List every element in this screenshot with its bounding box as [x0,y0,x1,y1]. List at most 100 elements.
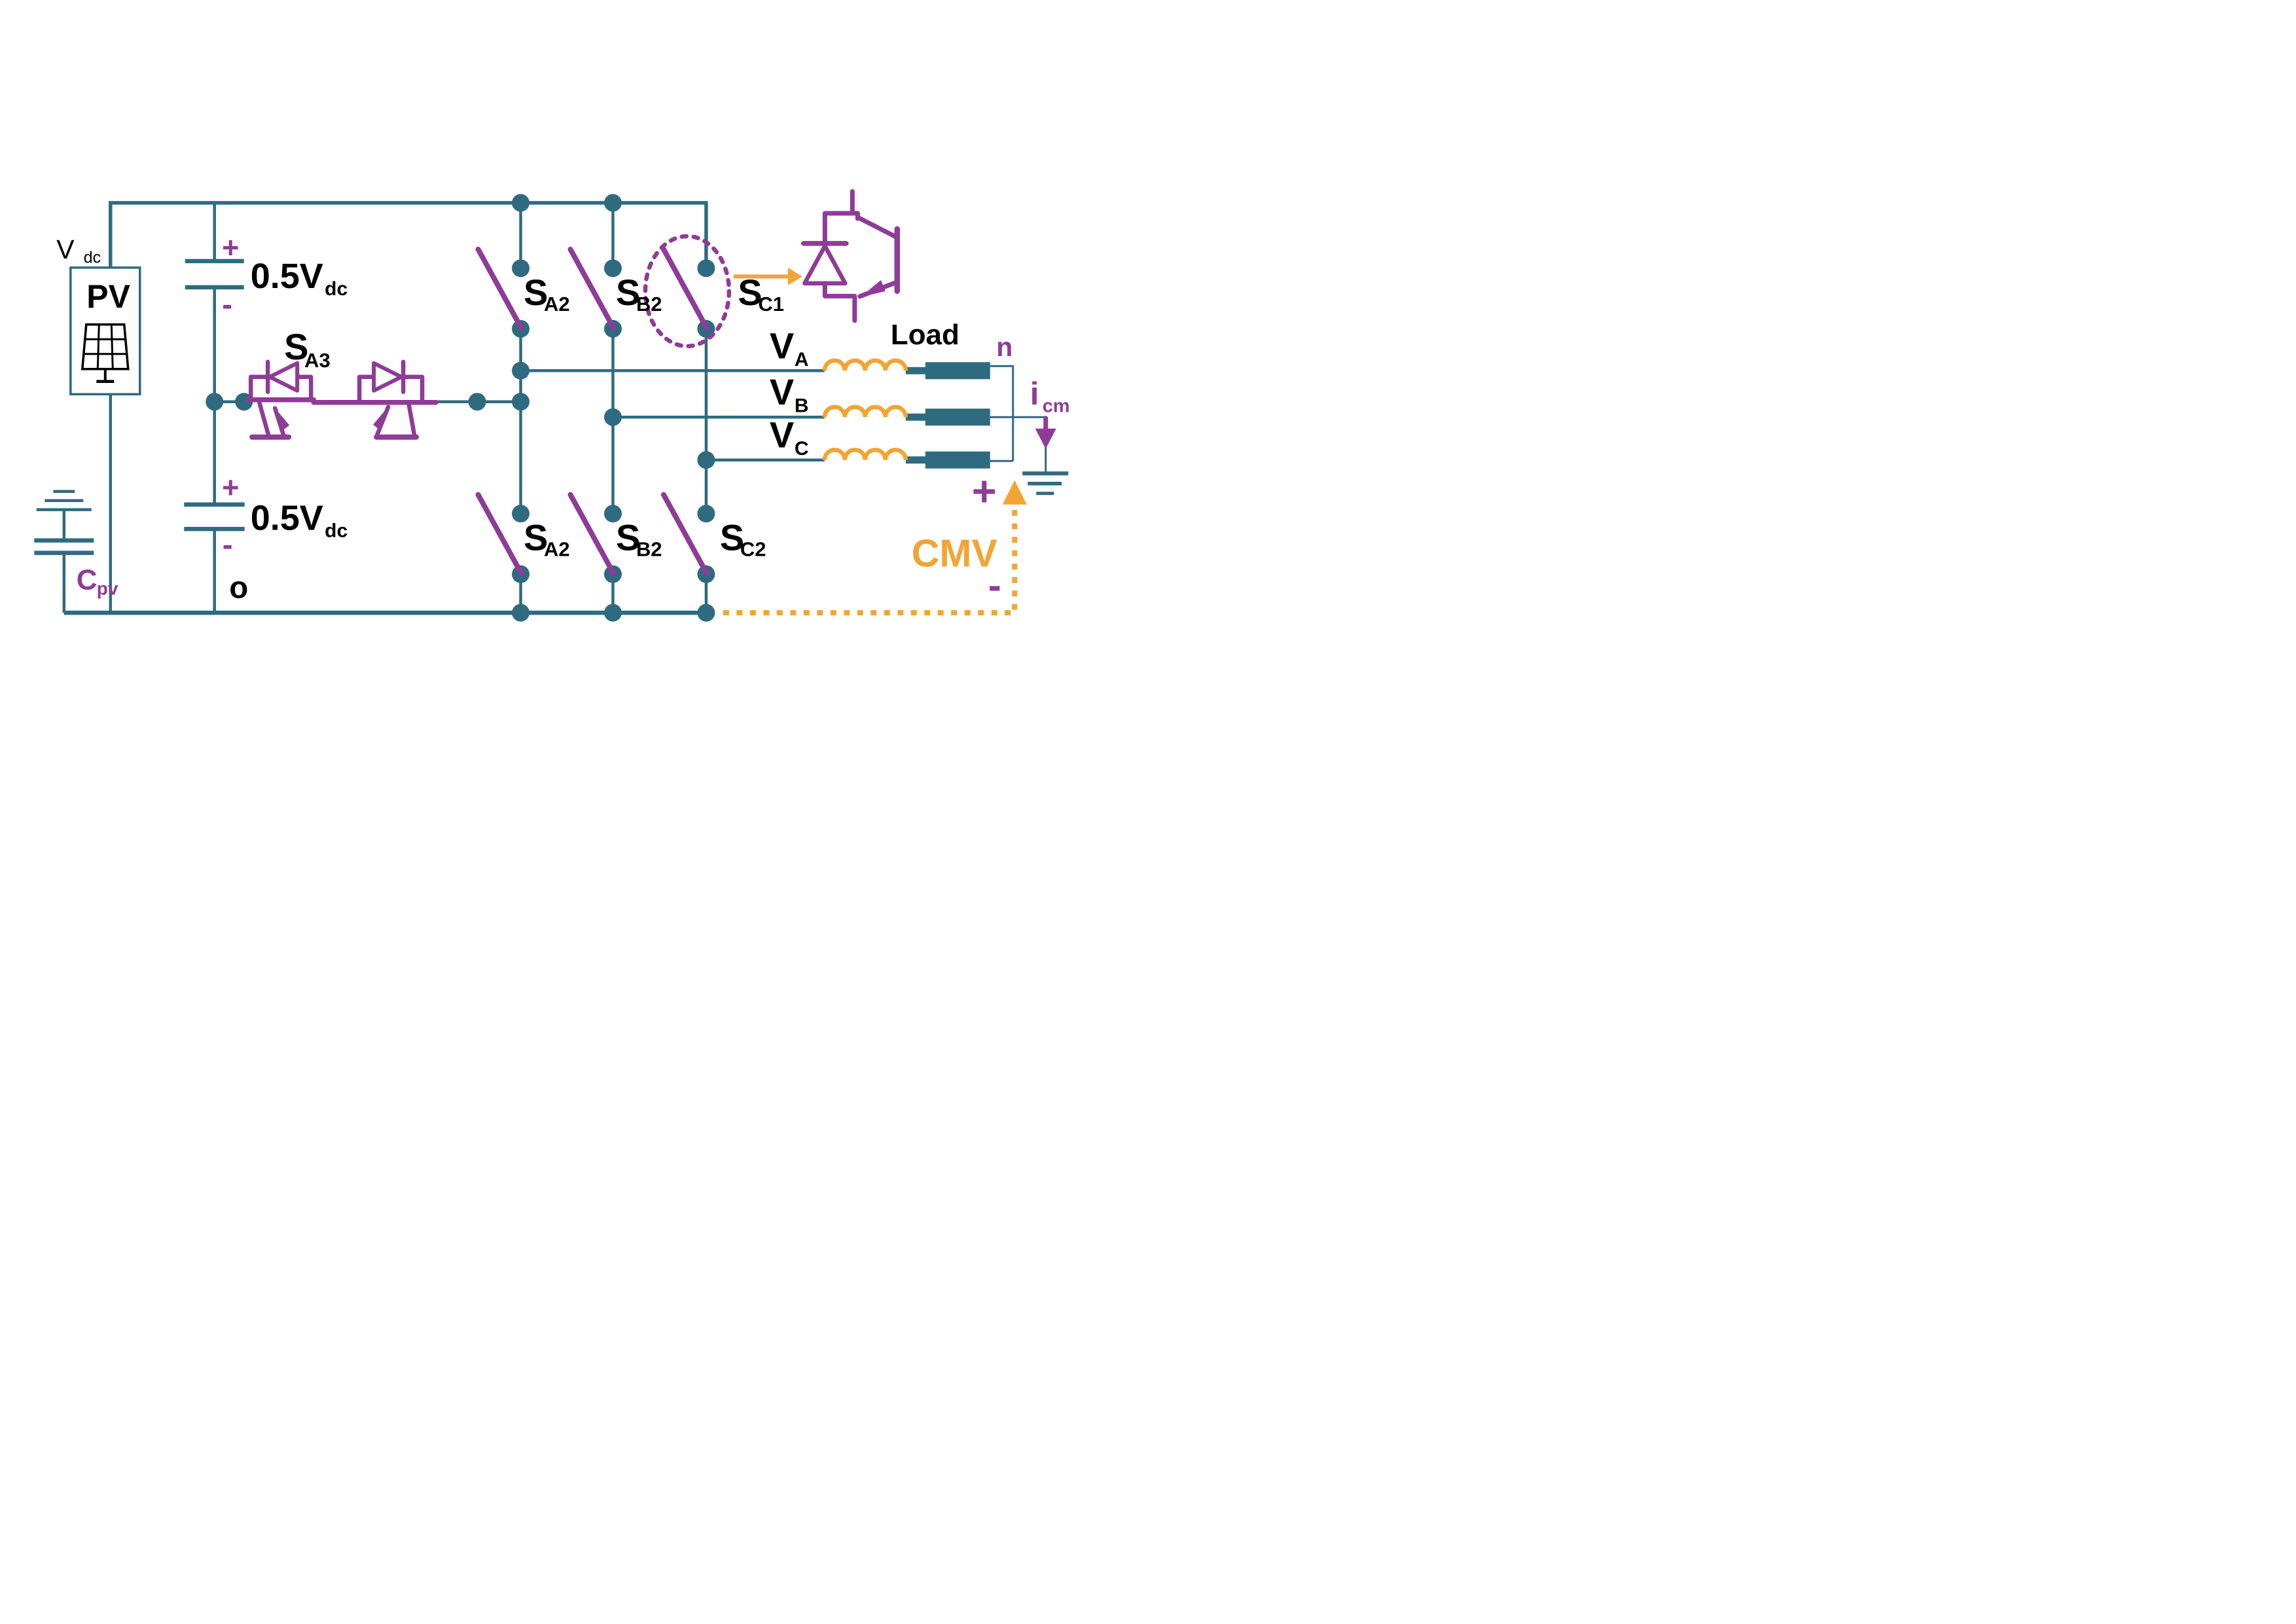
cap-top-plates [185,259,244,290]
cap-top-minus: - [222,287,232,322]
igbt-collector [855,211,900,240]
switch-bars [475,234,732,577]
igbt-bottom-lead [822,281,857,323]
junction-dot-midpoint [206,393,224,411]
cap-bottom-minus: - [223,528,233,562]
vc-label: V [770,414,794,456]
sc2-sub: C2 [740,538,766,561]
solar-panel-icon [81,323,130,384]
junction-dot [697,604,715,622]
va-sub: A [795,349,809,370]
junction-dot [603,505,622,523]
load-stub-b [905,413,927,421]
igbt-diode-triangle [802,244,848,286]
vdc-sub: dc [84,248,101,266]
load-resistor-b [925,408,990,426]
midpoint-label: o [229,571,248,605]
junction-dot [512,604,530,622]
pv-label: PV [86,278,130,315]
sa3-left-diode-triangle [268,361,300,393]
icm-sub: cm [1043,396,1070,417]
load-stub-a [905,367,927,374]
cap-top-value: 0.5V [251,257,323,296]
cpv-plates [34,538,94,555]
sa3-sub: A3 [304,349,331,372]
circuit-schematic: V dc PV + 0.5V dc - + 0.5V dc - o C pv S… [34,189,1070,622]
sa3-right-emitter-arrow [373,405,390,431]
cmv-plus: + [972,467,997,515]
cap-bottom-plates [184,502,245,532]
junction-dot-vb [603,408,622,426]
load-stub-c [905,456,927,464]
vb-label: V [770,371,794,412]
cpv-earth-icon [36,490,92,511]
cap-bottom-value: 0.5V [251,499,323,538]
sa3-right-loop [357,374,425,403]
cap-bottom-plus: + [222,471,239,504]
sa3-bidirectional-switch-icon [245,359,439,440]
vdc-label: V [56,234,75,264]
icm-label: i [1030,376,1039,412]
cmv-minus: - [988,564,1001,607]
orange-elements [723,267,1027,616]
sb2-bottom-label: S [616,517,640,558]
junction-dot [468,393,486,411]
switch-bar-sb2-top [567,246,617,331]
sa2-top-sub: A2 [544,293,570,316]
junction-dot [512,393,530,411]
junction-dot [512,259,530,278]
cap-bottom-unit-sub: dc [325,520,348,542]
va-label: V [770,325,794,366]
switch-bar-sb2-bottom [567,492,617,577]
solar-panel-grid [83,324,127,369]
inductor-a [822,358,908,371]
sa3-left-loop [248,374,314,400]
switch-bar-sa2-bottom [475,492,524,577]
cpv-label: C [77,564,98,596]
igbt-emitter-arrow [860,280,886,297]
junction-dot [603,604,622,622]
inductor-c [822,448,908,461]
ground-branch [990,416,1047,474]
cap-top-plus: + [222,230,239,264]
igbt-diode-detail-icon [801,189,901,323]
neutral-bus [990,365,1014,462]
inductor-b [822,405,908,418]
icm-arrow [1035,416,1056,449]
junction-dot-vc [697,451,715,469]
switch-bar-sc1 [660,246,709,331]
vc-sub: C [795,438,809,460]
junction-dots [206,194,715,622]
sa3-series-bar [245,397,439,405]
sa3-left-emitter-arrow [272,405,290,431]
sb2-top-label: S [616,272,640,313]
sc1-label: S [738,272,762,313]
load-label: Load [891,319,960,351]
junction-dot [603,194,622,212]
sc1-highlight-ellipse [643,234,732,349]
cpv-sub: pv [97,579,118,599]
junction-dot [697,259,715,278]
icm-arrowhead [1035,428,1056,449]
neutral-label: n [996,332,1013,362]
junction-dot [512,194,530,212]
load-resistor-c [925,451,990,469]
sa2-bottom-sub: A2 [544,538,570,561]
igbt-top-lead [822,189,860,245]
vb-sub: B [795,395,809,417]
sb2-bottom-sub: B2 [636,538,662,561]
junction-dot [603,259,622,278]
sa2-top-label: S [524,272,548,313]
sa3-right-diode-triangle [372,361,404,393]
pv-source [69,266,141,396]
sc1-sub: C1 [758,293,784,316]
junction-dot [512,505,530,523]
sb2-top-sub: B2 [636,293,662,316]
cap-top-unit-sub: dc [325,278,348,300]
top-bus [109,201,708,268]
cmv-label: CMV [912,533,997,575]
sa2-bottom-label: S [524,517,548,558]
switch-bar-sc2 [660,492,709,577]
cmv-arrowhead [1002,480,1027,505]
junction-dot-va [512,361,530,380]
